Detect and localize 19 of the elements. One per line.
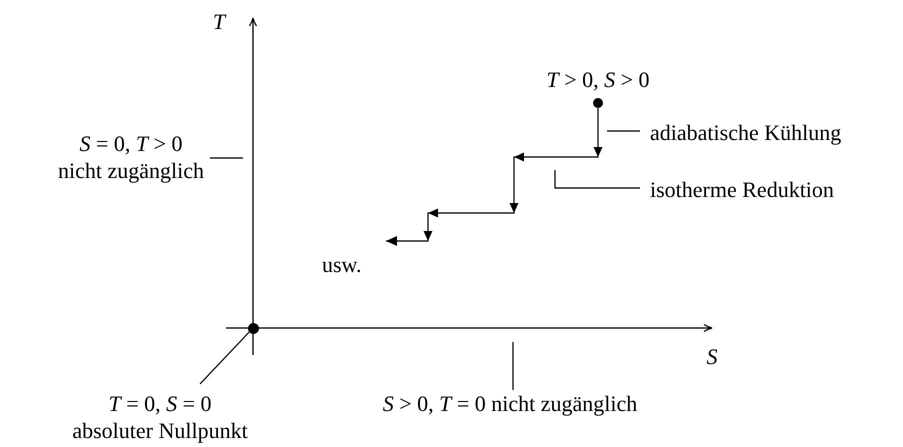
leader-line: [512, 342, 514, 390]
leader-line: [200, 332, 250, 384]
process-label: adiabatische Kühlung: [650, 119, 842, 146]
leader-line: [210, 157, 243, 159]
condition-formula: S = 0, T > 0: [78, 130, 184, 157]
axis-label: S: [706, 345, 718, 369]
annotation-text: absoluter Nullpunkt: [72, 417, 248, 444]
leader-line: [554, 170, 640, 189]
annotation-text: nicht zugänglich: [58, 157, 204, 184]
state-point: [593, 98, 603, 108]
annotation-text: S > 0, T = 0 nicht zugänglich: [382, 390, 638, 417]
condition-formula: T = 0, S = 0: [107, 390, 213, 417]
state-formula: T > 0, S > 0: [546, 68, 650, 92]
leader-line: [607, 130, 640, 132]
origin-point: [248, 322, 258, 334]
process-label: isotherme Reduktion: [650, 176, 834, 203]
axis-label: T: [212, 10, 226, 34]
continuation-text: usw.: [322, 251, 362, 278]
staircase-arrow: [386, 108, 602, 246]
